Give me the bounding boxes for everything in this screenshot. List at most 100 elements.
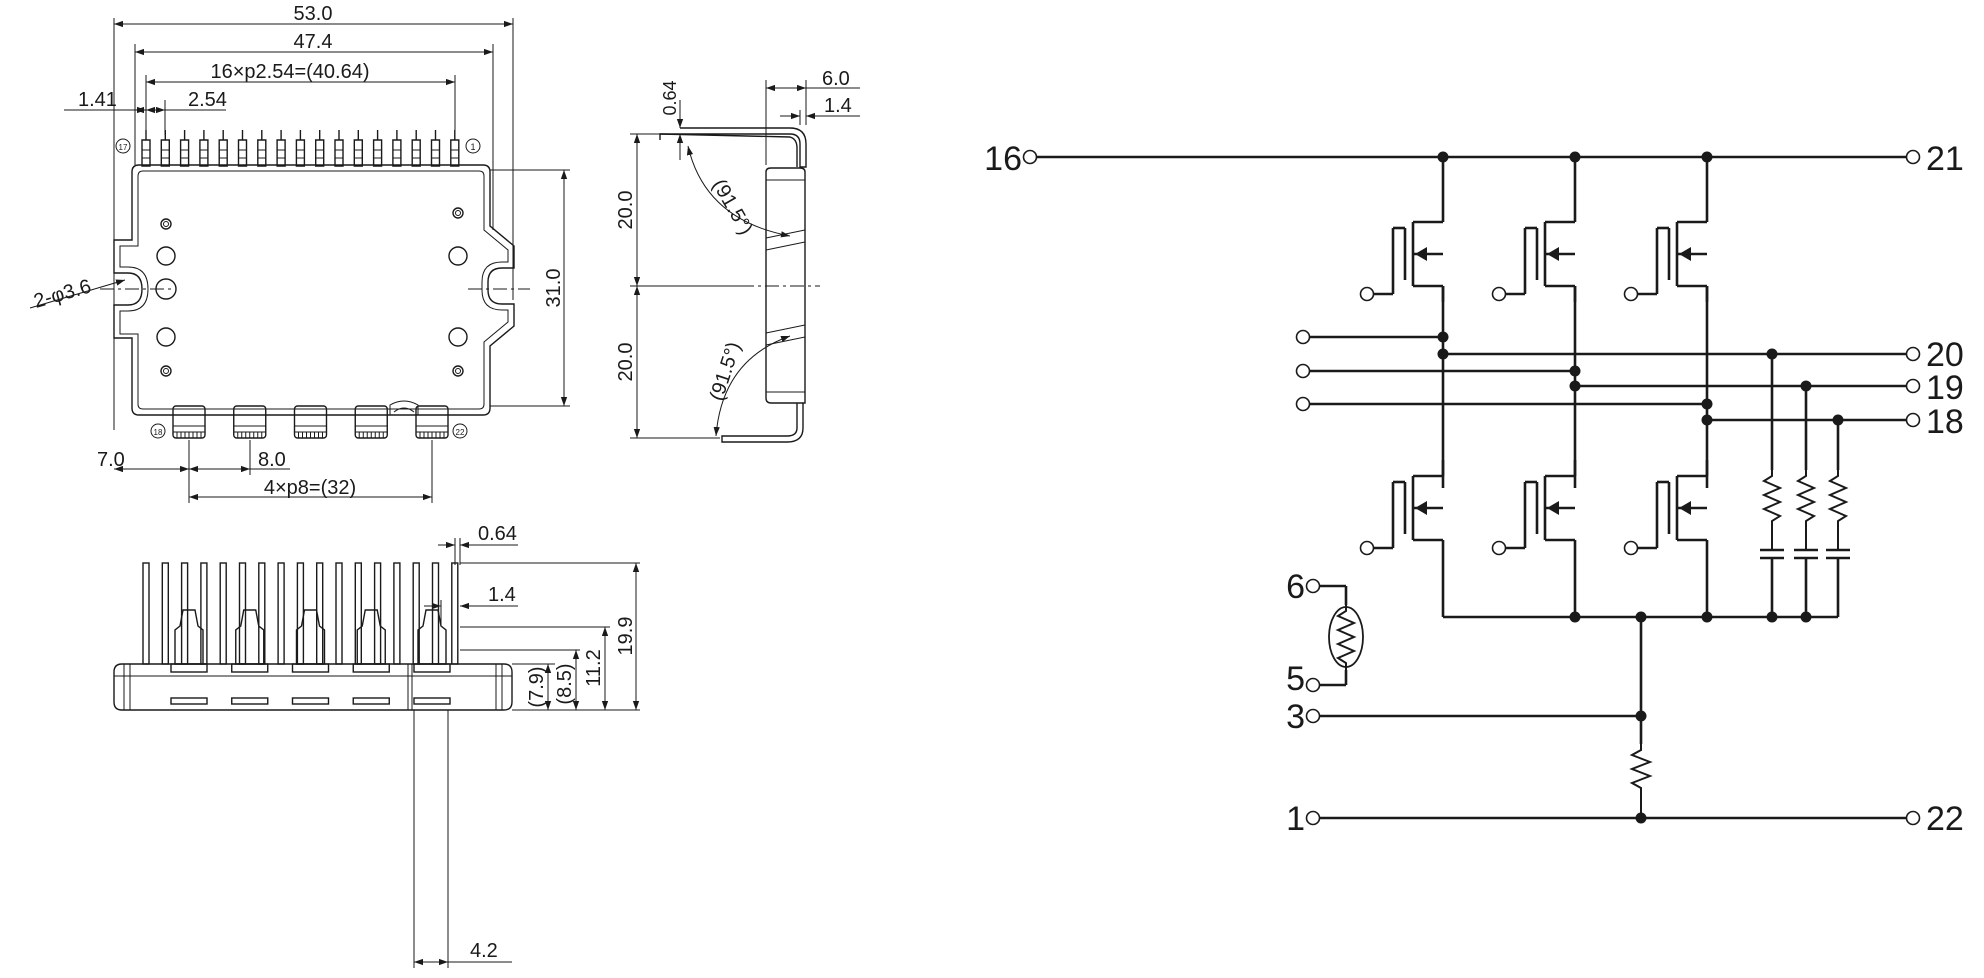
- small-pin-row: [141, 130, 460, 167]
- pin-label-1-text: 1: [470, 142, 475, 152]
- dim-body-width: 47.4: [294, 31, 333, 53]
- dim-height-8-5: (8.5): [554, 663, 576, 704]
- front-pin-row: [142, 562, 459, 705]
- front-small-pin: [431, 562, 440, 665]
- dim-large-pin-offset: 7.0: [97, 449, 125, 471]
- terminal-label-16: 16: [984, 140, 1022, 178]
- igbt-transistor: [1359, 460, 1445, 556]
- small-pin: [450, 130, 460, 167]
- small-pin: [218, 130, 228, 167]
- dim-pin-thickness: 0.64: [478, 523, 517, 545]
- snubber-rc: [1760, 470, 1784, 617]
- terminal-label-21: 21: [1926, 140, 1964, 178]
- snubber-rc: [1794, 470, 1818, 617]
- dim-pin-span: 16×p2.54=(40.64): [210, 61, 369, 83]
- large-pin: [233, 405, 267, 439]
- small-pin: [372, 130, 383, 167]
- angle-upper: (91.5°): [708, 176, 757, 239]
- terminal-16: [1022, 149, 1038, 165]
- front-small-pin: [393, 562, 401, 665]
- terminal-label-3: 3: [1286, 698, 1305, 736]
- small-pin: [430, 130, 441, 167]
- small-pin: [353, 130, 363, 167]
- dim-lead-offset: 1.4: [824, 95, 852, 117]
- schematic: 16 21 20 19 18: [984, 140, 1964, 838]
- terminal-22: [1905, 810, 1921, 826]
- dim-upper-half: 20.0: [615, 191, 637, 230]
- small-pin: [276, 130, 286, 167]
- terminal-label-22: 22: [1926, 800, 1964, 838]
- igbt-transistor: [1491, 460, 1577, 556]
- large-pin: [172, 405, 206, 439]
- igbt-transistor: [1359, 206, 1445, 302]
- terminal-6: [1305, 578, 1321, 594]
- terminal-20: [1905, 346, 1921, 362]
- front-small-pin: [335, 562, 343, 665]
- dim-lower-half: 20.0: [615, 343, 637, 382]
- small-pin: [392, 130, 402, 167]
- dim-total-height: 19.9: [615, 617, 637, 656]
- terminal-gate-v: [1295, 363, 1311, 379]
- pin-label-18-text: 18: [154, 428, 163, 437]
- front-large-pin: [352, 609, 390, 705]
- dim-height-11-2: 11.2: [583, 649, 605, 686]
- pin-label-17-text: 17: [119, 143, 128, 152]
- dim-height-7-9: (7.9): [526, 666, 548, 707]
- dim-pin-offset: 1.41: [78, 89, 117, 111]
- igbt-transistor: [1623, 206, 1709, 302]
- small-pin: [257, 130, 267, 167]
- small-pin: [179, 130, 190, 167]
- dim-hole: 2-φ3.6: [31, 276, 93, 313]
- small-pin: [199, 130, 209, 167]
- pin-label-22-text: 22: [456, 428, 465, 437]
- terminal-18: [1905, 412, 1921, 428]
- front-large-pin: [170, 609, 208, 705]
- small-pin: [141, 130, 151, 167]
- top-view: 53.0 47.4 16×p2.54=(40.64) 1.41 2.54 17 …: [29, 3, 570, 503]
- side-view: 6.0 1.4 0.64 20.0 20.0 (91.5°) (91.5°): [615, 68, 860, 443]
- snubber-network: [1760, 470, 1850, 617]
- angle-lower: (91.5°): [706, 339, 746, 403]
- dim-pin-width: 4.2: [470, 940, 498, 962]
- dim-large-pin-pitch: 8.0: [258, 449, 286, 471]
- front-small-pin: [142, 562, 150, 665]
- terminal-label-5: 5: [1286, 660, 1305, 698]
- dim-pin-pitch: 2.54: [188, 89, 227, 111]
- terminal-gate-u: [1295, 329, 1311, 345]
- igbt-bridge: [1359, 206, 1709, 556]
- terminal-label-20: 20: [1926, 336, 1964, 374]
- dim-overall-width: 53.0: [294, 3, 333, 25]
- front-view: 19.9 11.2 (8.5) (7.9) 0.64 1.4 4.2: [113, 523, 640, 968]
- terminal-3: [1305, 708, 1321, 724]
- terminal-label-6: 6: [1286, 568, 1305, 606]
- small-pin: [237, 130, 248, 167]
- dim-lead-thickness: 0.64: [660, 80, 680, 115]
- terminal-19: [1905, 378, 1921, 394]
- small-pin: [334, 130, 344, 167]
- small-pin: [315, 130, 325, 167]
- large-pin-row: [172, 405, 449, 439]
- terminal-1: [1305, 810, 1321, 826]
- terminal-5: [1305, 677, 1321, 693]
- dim-pin-offset-front: 1.4: [488, 584, 516, 606]
- large-pin: [293, 405, 328, 439]
- large-pin: [354, 405, 388, 439]
- package-outline: [113, 164, 515, 416]
- igbt-transistor: [1623, 460, 1709, 556]
- terminal-label-1: 1: [1286, 800, 1305, 838]
- front-small-pin: [451, 562, 459, 665]
- terminal-label-19: 19: [1926, 369, 1964, 407]
- large-pin: [415, 405, 449, 439]
- front-large-pin: [231, 609, 269, 705]
- junction-dots: [1437, 151, 1844, 824]
- snubber-rc: [1826, 470, 1850, 617]
- front-small-pin: [354, 562, 362, 665]
- small-pin: [295, 130, 306, 167]
- small-pin: [411, 130, 421, 167]
- front-small-pin: [161, 562, 170, 665]
- igbt-transistor: [1491, 206, 1577, 302]
- front-small-pin: [296, 562, 305, 665]
- front-small-pin: [277, 562, 285, 665]
- front-small-pin: [219, 562, 227, 665]
- dim-large-pin-span: 4×p8=(32): [264, 477, 356, 499]
